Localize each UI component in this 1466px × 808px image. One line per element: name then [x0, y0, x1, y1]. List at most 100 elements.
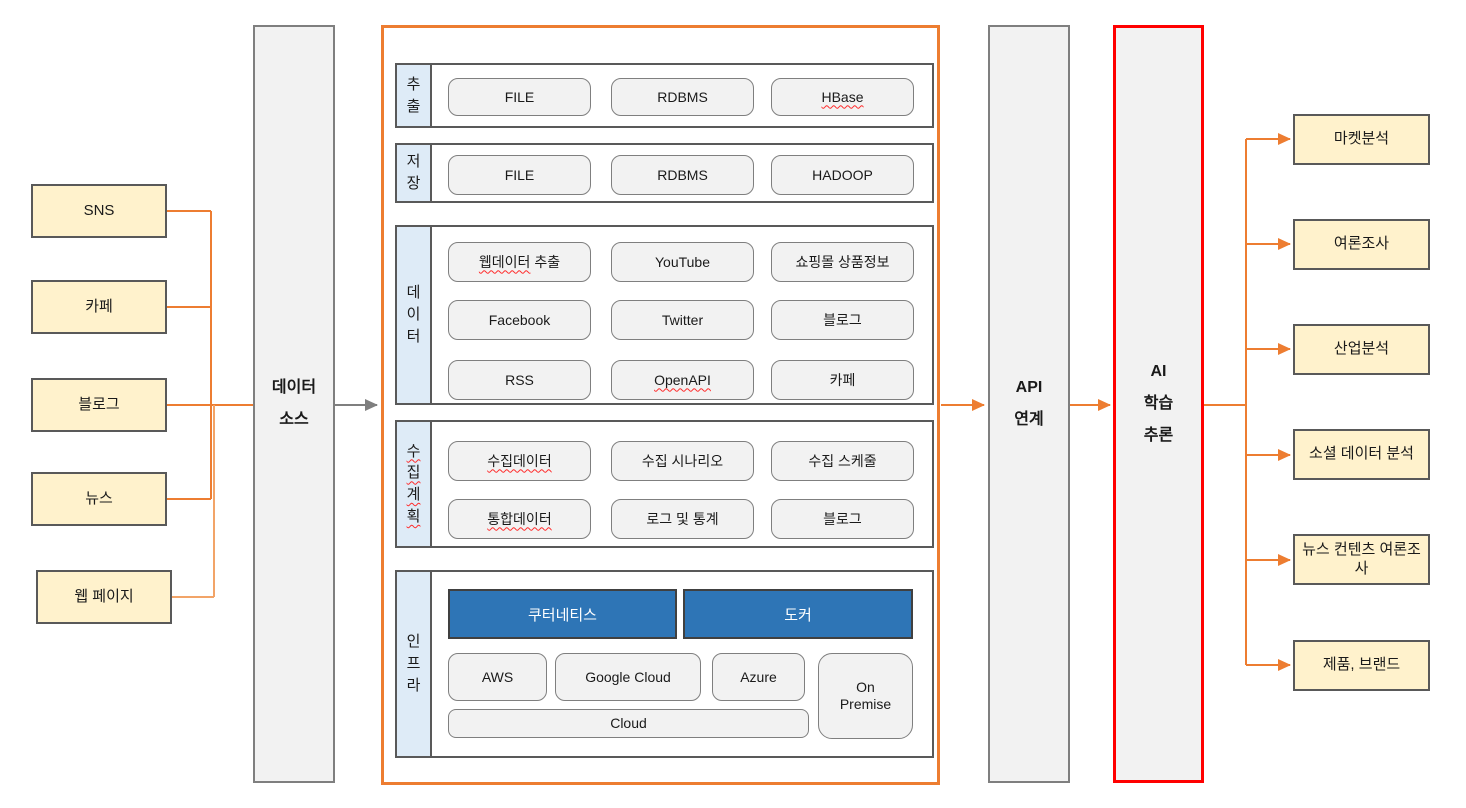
row-collection-plan-label-cell: 수집계획	[397, 422, 432, 546]
output-box-opinion-poll: 여론조사	[1293, 219, 1430, 270]
source-label: 블로그	[78, 395, 120, 413]
item-openapi: OpenAPI	[611, 360, 754, 400]
api-link-column: API 연계	[988, 25, 1070, 783]
output-box-market-analysis: 마켓분석	[1293, 114, 1430, 165]
item-label: RDBMS	[657, 166, 708, 183]
output-label: 산업분석	[1333, 340, 1390, 358]
item-hadoop: HADOOP	[771, 155, 914, 195]
source-box-news: 뉴스	[31, 472, 167, 526]
item-label: 블로그	[823, 510, 862, 527]
item-rdbms: RDBMS	[611, 155, 754, 195]
infra-cloud-box: Cloud	[448, 709, 809, 738]
item-label: YouTube	[654, 253, 710, 270]
row-data: 데이터 웹데이터 추출 YouTube 쇼핑몰 상품정보 Facebook Tw…	[395, 225, 934, 405]
item-label: 블로그	[823, 311, 862, 328]
item-label: Facebook	[488, 311, 551, 328]
source-label: 뉴스	[85, 489, 113, 507]
output-box-news-content-poll: 뉴스 컨텐츠 여론조사	[1293, 534, 1430, 585]
item-hbase: HBase	[771, 78, 914, 116]
row-infra: 인프라 쿠터네티스 도커 AWS Google Cloud Azure On P…	[395, 570, 934, 758]
item-label: 수집 스케줄	[808, 452, 877, 469]
infra-google-cloud-label: Google Cloud	[585, 668, 671, 685]
item-label: OpenAPI	[654, 371, 711, 388]
infra-docker-label: 도커	[784, 606, 812, 624]
item-label: HBase	[821, 88, 864, 105]
row-storage: 저장 FILE RDBMS HADOOP	[395, 143, 934, 203]
infra-kubernetes-label: 쿠터네티스	[527, 606, 597, 624]
source-box-cafe: 카페	[31, 280, 167, 334]
infra-azure-box: Azure	[712, 653, 805, 701]
infra-aws-box: AWS	[448, 653, 547, 701]
row-storage-label-cell: 저장	[397, 145, 432, 201]
item-rdbms: RDBMS	[611, 78, 754, 116]
item-collected-data: 수집데이터	[448, 441, 591, 481]
row-collection-plan-label: 수집계획	[406, 442, 421, 525]
source-label: SNS	[83, 201, 115, 219]
data-source-label-line1: 데이터	[271, 379, 317, 396]
output-label: 제품, 브랜드	[1322, 656, 1401, 674]
infra-azure-label: Azure	[740, 668, 777, 685]
source-box-sns: SNS	[31, 184, 167, 238]
item-web-data-extract: 웹데이터 추출	[448, 242, 591, 282]
item-label: 로그 및 통계	[646, 510, 719, 527]
item-integrated-data: 통합데이터	[448, 499, 591, 539]
data-source-label-line2: 소스	[279, 411, 309, 428]
item-facebook: Facebook	[448, 300, 591, 340]
ai-label-line1: AI	[1150, 363, 1167, 380]
item-rss: RSS	[448, 360, 591, 400]
item-label: 카페	[829, 371, 856, 388]
item-cafe: 카페	[771, 360, 914, 400]
item-label: 통합데이터	[487, 510, 552, 527]
item-label: 수집 시나리오	[641, 452, 724, 469]
row-data-label: 데이터	[406, 284, 421, 345]
item-youtube: YouTube	[611, 242, 754, 282]
item-label: 추출	[530, 253, 561, 270]
item-label: FILE	[504, 166, 535, 183]
item-label: HADOOP	[812, 166, 873, 183]
item-collection-schedule: 수집 스케줄	[771, 441, 914, 481]
output-label: 뉴스 컨텐츠 여론조사	[1302, 540, 1421, 577]
item-label: RSS	[505, 371, 534, 388]
data-source-column: 데이터 소스	[253, 25, 335, 783]
infra-on-premise-box: On Premise	[818, 653, 913, 739]
row-extract: 추출 FILE RDBMS HBase	[395, 63, 934, 128]
output-label: 소셜 데이터 분석	[1309, 445, 1414, 463]
infra-on-premise-label: On Premise	[839, 679, 892, 712]
output-box-product-brand: 제품, 브랜드	[1293, 640, 1430, 691]
right-connectors	[1204, 133, 1291, 671]
output-label: 여론조사	[1333, 235, 1390, 253]
pipeline-container: 추출 FILE RDBMS HBase 저장 FILE RDBMS HADOOP…	[381, 25, 940, 785]
row-extract-label: 추출	[406, 75, 421, 115]
output-label: 마켓분석	[1333, 130, 1390, 148]
item-label: 웹데이터	[478, 253, 531, 270]
source-label: 카페	[85, 297, 113, 315]
item-label: RDBMS	[657, 88, 708, 105]
row-collection-plan: 수집계획 수집데이터 수집 시나리오 수집 스케줄 통합데이터 로그 및 통계 …	[395, 420, 934, 548]
output-box-industry-analysis: 산업분석	[1293, 324, 1430, 375]
item-label: FILE	[504, 88, 535, 105]
item-shopping-product-info: 쇼핑몰 상품정보	[771, 242, 914, 282]
api-label-line2: 연계	[1014, 411, 1044, 428]
item-blog: 블로그	[771, 300, 914, 340]
row-extract-label-cell: 추출	[397, 65, 432, 126]
row-storage-label: 저장	[406, 153, 421, 192]
item-label: Twitter	[661, 311, 704, 328]
item-file: FILE	[448, 78, 591, 116]
item-log-and-stats: 로그 및 통계	[611, 499, 754, 539]
item-label: 수집데이터	[487, 452, 552, 469]
row-data-label-cell: 데이터	[397, 227, 432, 403]
item-collection-scenario: 수집 시나리오	[611, 441, 754, 481]
item-label: 쇼핑몰 상품정보	[795, 253, 890, 270]
ai-label-line3: 추론	[1143, 427, 1174, 444]
left-connectors-light	[172, 405, 215, 598]
infra-kubernetes-box: 쿠터네티스	[448, 589, 677, 639]
infra-docker-box: 도커	[683, 589, 913, 639]
row-infra-label: 인프라	[406, 633, 421, 694]
item-file: FILE	[448, 155, 591, 195]
source-box-webpage: 웹 페이지	[36, 570, 172, 624]
item-blog: 블로그	[771, 499, 914, 539]
item-twitter: Twitter	[611, 300, 754, 340]
source-label: 웹 페이지	[74, 587, 134, 605]
ai-inference-column: AI 학습 추론	[1113, 25, 1204, 783]
